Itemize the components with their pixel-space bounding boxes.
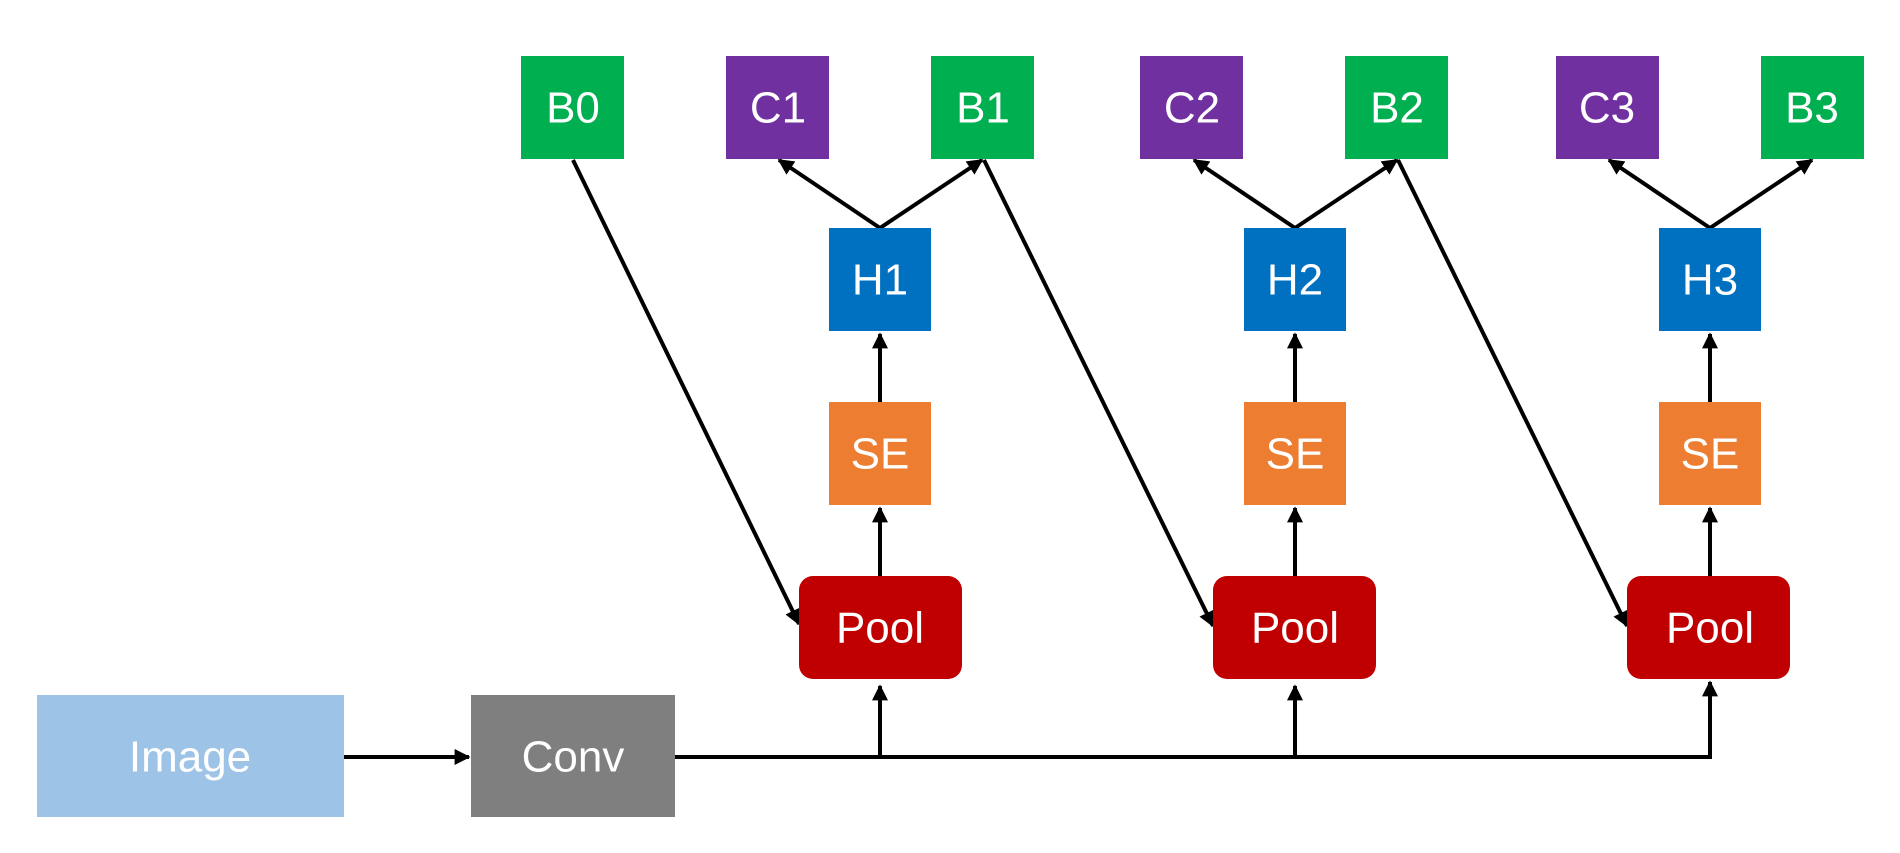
box-output-b2: B2 [1345, 56, 1448, 159]
head-node-1: H1 [829, 228, 931, 331]
head-label-1: H1 [852, 256, 908, 305]
c1-label: C1 [750, 84, 806, 133]
head-node-2: H2 [1244, 228, 1346, 331]
pool-label-2: Pool [1251, 604, 1339, 653]
arrow-b2-to-pool3 [1396, 159, 1629, 628]
se-label-3: SE [1681, 430, 1740, 479]
class-output-c3: C3 [1556, 56, 1659, 159]
b3-label: B3 [1785, 84, 1839, 133]
box-output-b0: B0 [521, 56, 624, 159]
b2-label: B2 [1370, 84, 1424, 133]
head-box-2 [1244, 228, 1346, 331]
arrow-b1-to-pool2 [982, 159, 1215, 628]
b2-box [1345, 56, 1448, 159]
se-box-2 [1244, 402, 1346, 505]
head-node-3: H3 [1659, 228, 1761, 331]
head-label-2: H2 [1267, 256, 1323, 305]
image-box [37, 695, 344, 817]
head-label-3: H3 [1682, 256, 1738, 305]
pool-label-1: Pool [836, 604, 924, 653]
arrow-b0-to-pool1 [571, 159, 801, 626]
se-node-3: SE [1659, 402, 1761, 505]
se-box-1 [829, 402, 931, 505]
connectors [344, 158, 1814, 765]
class-output-c1: C1 [726, 56, 829, 159]
arrow-h1-to-b1 [878, 158, 984, 230]
conv-node: Conv [471, 695, 675, 817]
arrow-h2-to-b2 [1293, 158, 1399, 230]
se-node-2: SE [1244, 402, 1346, 505]
box-output-b1: B1 [931, 56, 1034, 159]
se-label-1: SE [851, 430, 910, 479]
head-box-1 [829, 228, 931, 331]
b3-box [1761, 56, 1864, 159]
image-label: Image [129, 733, 251, 782]
pool-node-3: Pool [1627, 576, 1790, 679]
b0-box [521, 56, 624, 159]
c3-label: C3 [1579, 84, 1635, 133]
b0-label: B0 [546, 84, 600, 133]
b1-box [931, 56, 1034, 159]
pool-box-2 [1213, 576, 1376, 679]
pool-node-1: Pool [799, 576, 962, 679]
image-node: Image [37, 695, 344, 817]
b1-label: B1 [956, 84, 1010, 133]
box-output-b3: B3 [1761, 56, 1864, 159]
c2-label: C2 [1164, 84, 1220, 133]
c2-box [1140, 56, 1243, 159]
arrow-h1-to-c1 [777, 158, 882, 230]
se-node-1: SE [829, 402, 931, 505]
pool-label-3: Pool [1666, 604, 1754, 653]
pool-box-1 [799, 576, 962, 679]
se-label-2: SE [1266, 430, 1325, 479]
arrow-h3-to-c3 [1607, 158, 1712, 230]
head-box-3 [1659, 228, 1761, 331]
c1-box [726, 56, 829, 159]
arrow-h2-to-c2 [1192, 158, 1297, 230]
conv-box [471, 695, 675, 817]
pool-box-3 [1627, 576, 1790, 679]
c3-box [1556, 56, 1659, 159]
conv-label: Conv [522, 733, 625, 782]
conv-trunk-line [675, 686, 1712, 759]
pool-node-2: Pool [1213, 576, 1376, 679]
se-box-3 [1659, 402, 1761, 505]
arrow-h3-to-b3 [1708, 158, 1814, 230]
class-output-c2: C2 [1140, 56, 1243, 159]
